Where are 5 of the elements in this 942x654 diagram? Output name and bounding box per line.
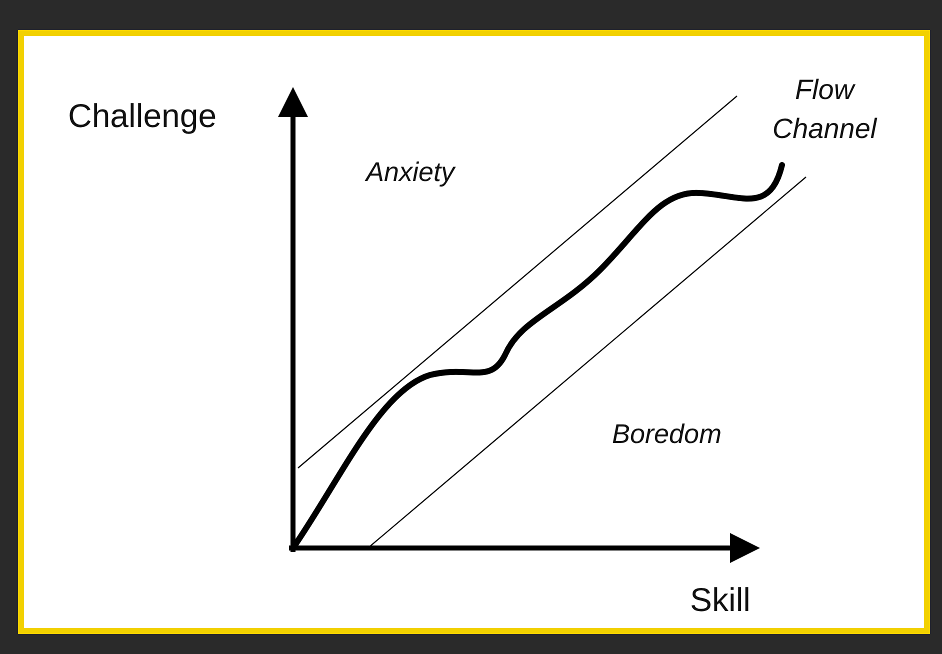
axis-title: Challenge — [68, 98, 217, 134]
region-label: Flow Channel — [771, 73, 878, 146]
region-label: Anxiety — [366, 158, 455, 188]
axis-title: Skill — [690, 582, 751, 618]
region-label: Boredom — [612, 420, 722, 450]
